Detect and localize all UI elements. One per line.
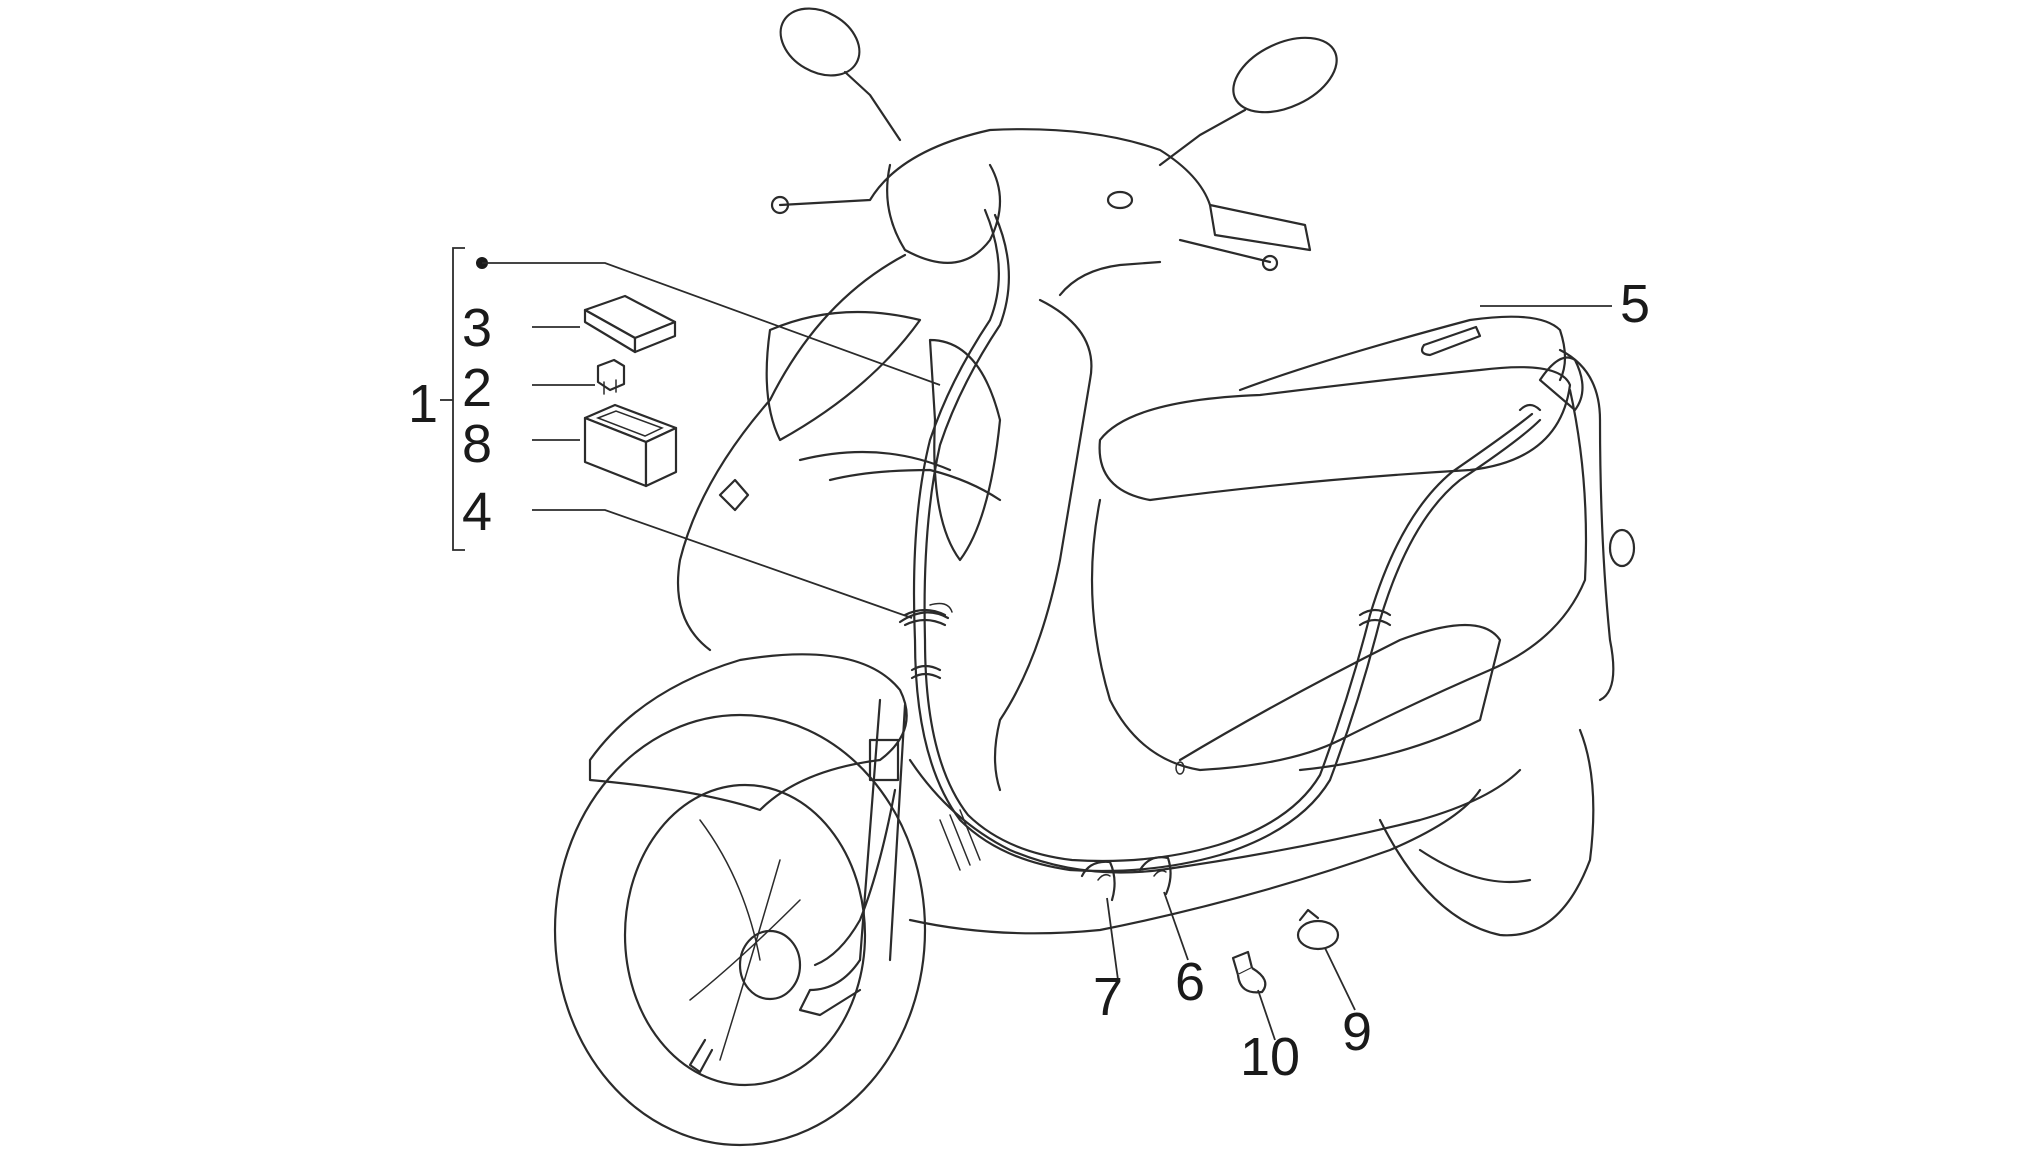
callout-7: 7 xyxy=(1093,967,1123,1027)
scooter-drawing xyxy=(553,7,1636,1147)
part-9-clamp xyxy=(1296,908,1340,951)
callout-5: 5 xyxy=(1620,274,1650,334)
part-8-battery xyxy=(583,403,678,488)
callout-9: 9 xyxy=(1342,1002,1372,1062)
callout-8: 8 xyxy=(462,414,492,474)
part-3-cover xyxy=(583,294,677,354)
part-2-fuse xyxy=(596,358,626,395)
callout-10: 10 xyxy=(1240,1027,1300,1087)
callout-4: 4 xyxy=(462,482,492,542)
callout-2: 2 xyxy=(462,358,492,418)
part-7-strap xyxy=(1080,860,1116,902)
leader-lines xyxy=(440,247,1612,1041)
callout-6: 6 xyxy=(1175,952,1205,1012)
callout-1: 1 xyxy=(408,374,438,434)
callout-labels: 1 3 2 8 4 5 6 7 9 10 xyxy=(408,274,1650,1087)
part-4-cable-tie xyxy=(898,602,953,624)
part-6-strap xyxy=(1138,856,1172,896)
part-10-clip xyxy=(1231,950,1267,994)
part-5-sheath xyxy=(1420,325,1482,357)
wiring-harness xyxy=(813,208,1542,967)
callout-3: 3 xyxy=(462,298,492,358)
